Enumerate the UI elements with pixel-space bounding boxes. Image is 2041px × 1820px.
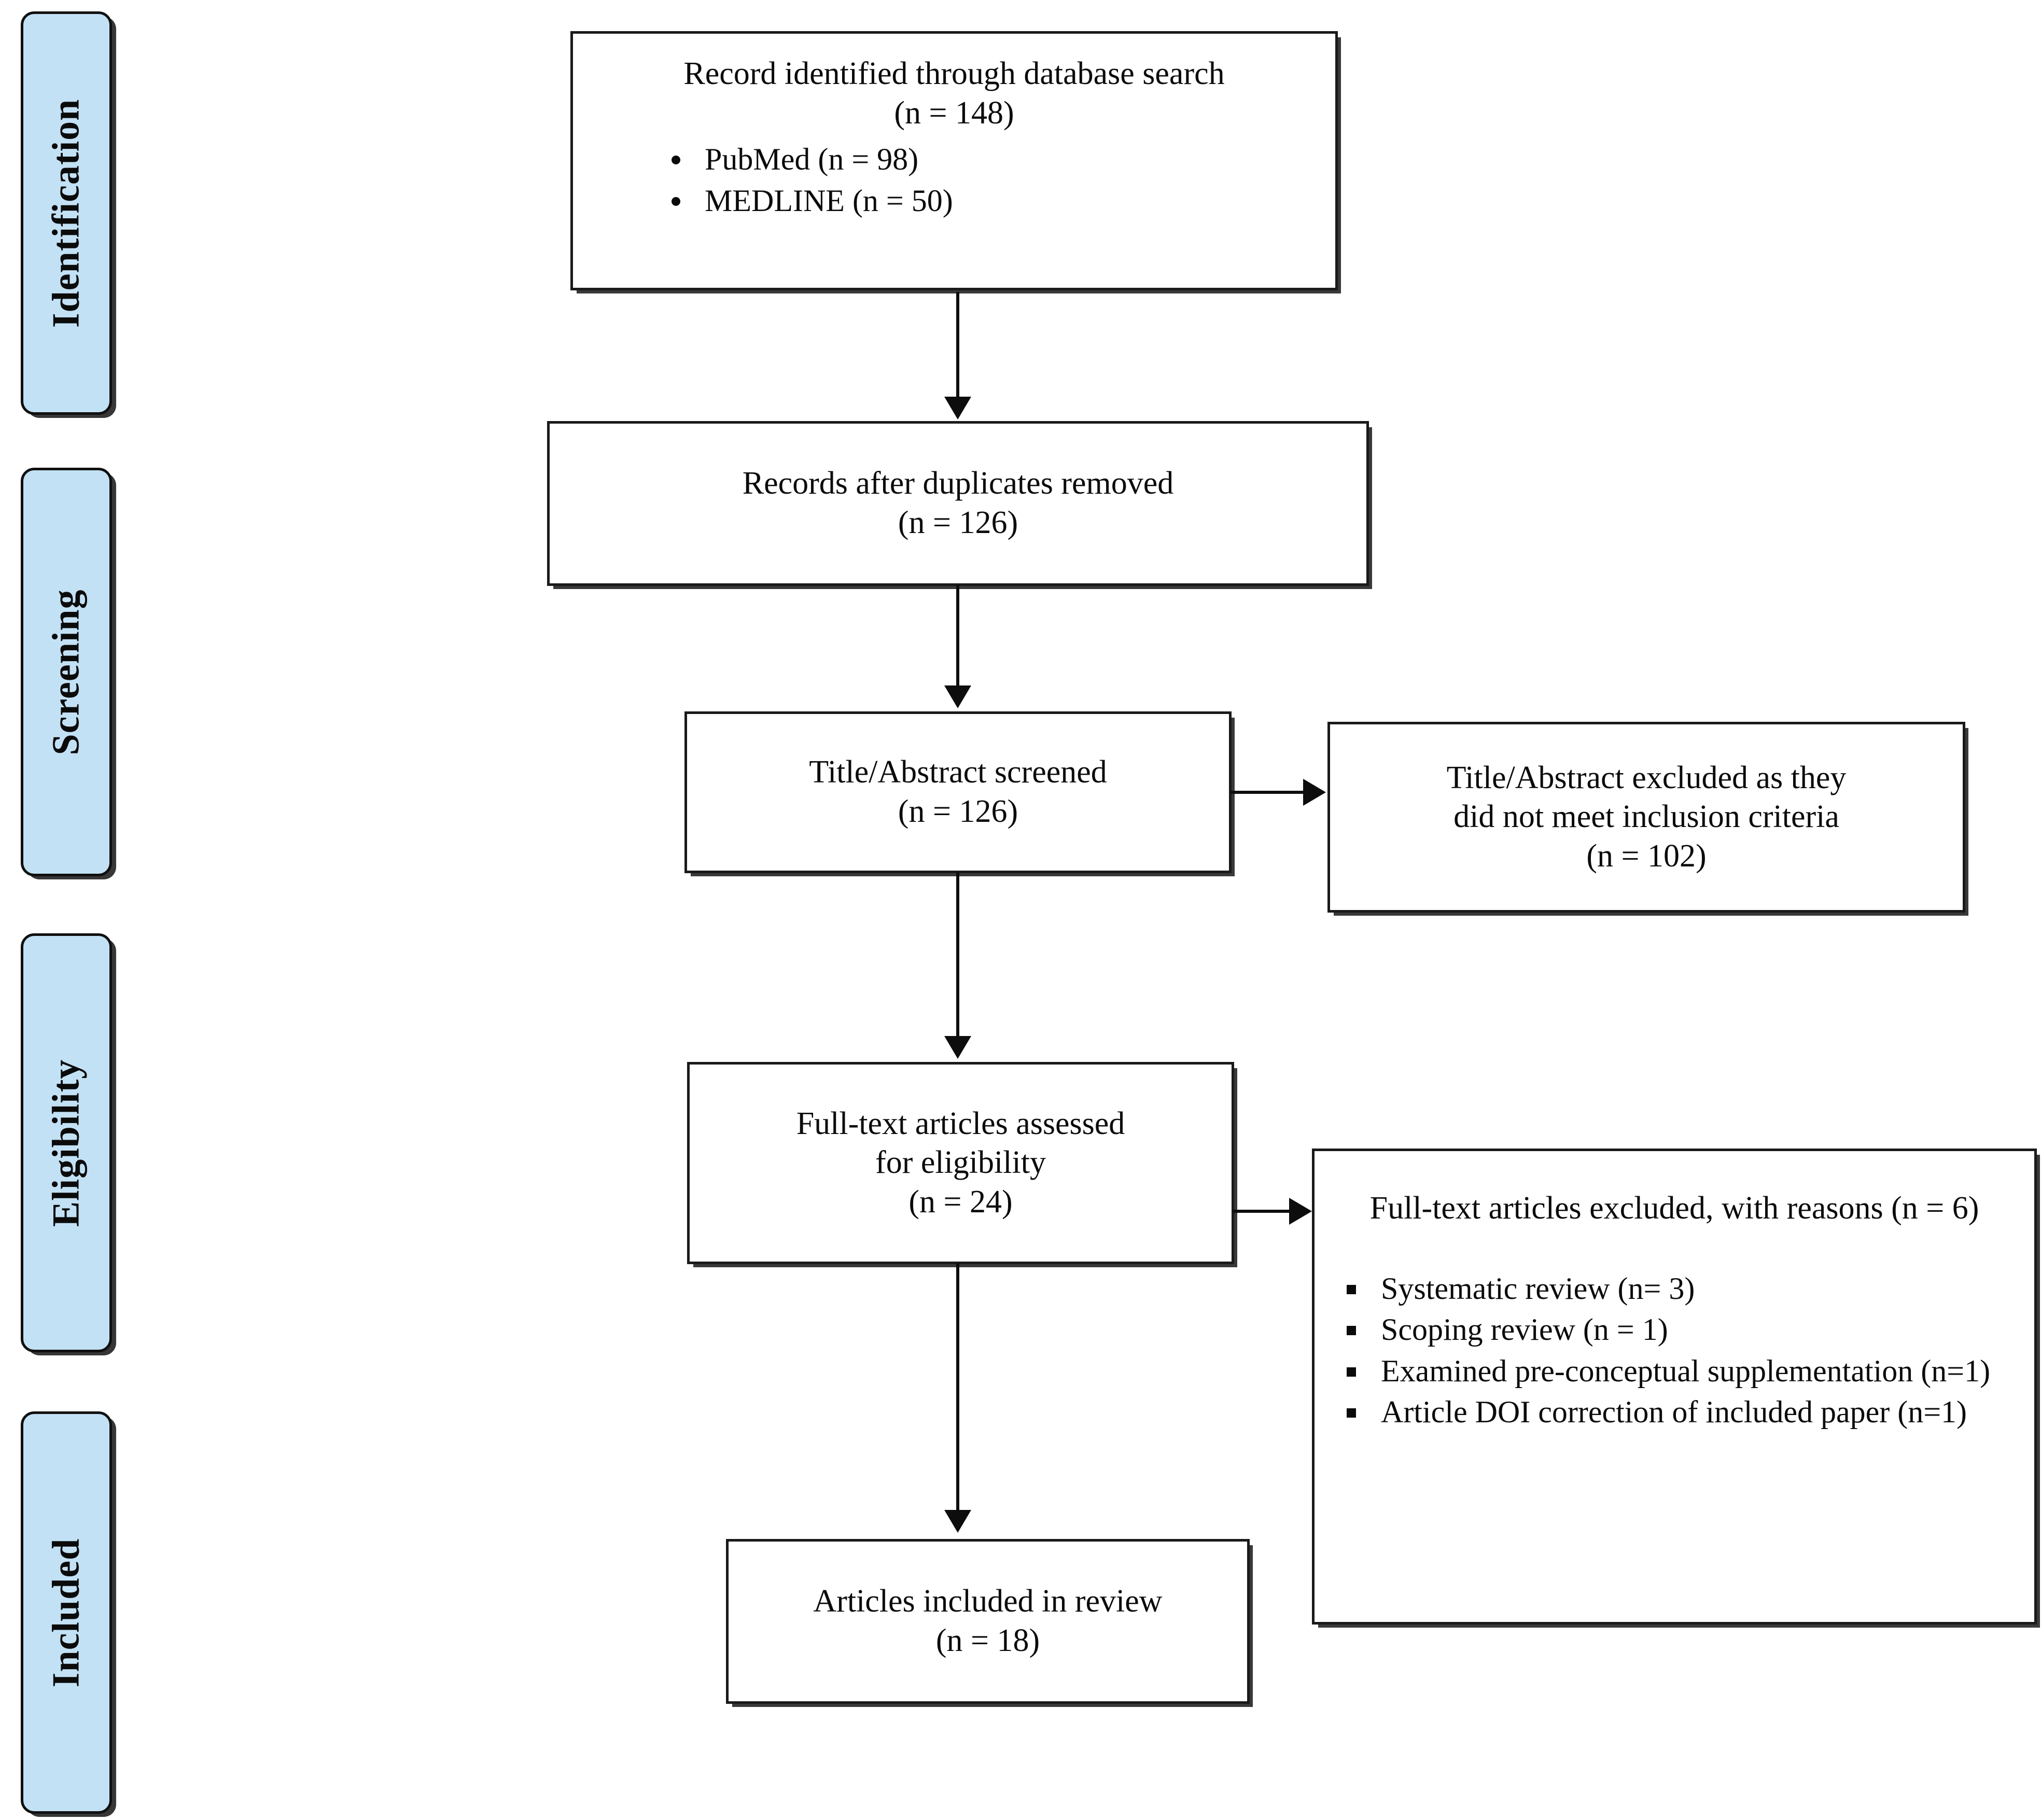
connector-screened-to-fulltext — [956, 872, 959, 1038]
box-title-abstract-screened: Title/Abstract screened (n = 126) — [684, 711, 1232, 873]
reason-scoping-review: Scoping review (n = 1) — [1381, 1312, 1668, 1347]
connector-screened-to-excluded — [1231, 791, 1304, 794]
arrow-fulltext-to-excluded — [1289, 1198, 1312, 1225]
records-identified-sources: PubMed (n = 98) MEDLINE (n = 50) — [509, 140, 1400, 222]
articles-included-count: (n = 18) — [935, 1623, 1040, 1658]
connector-duplicates-to-screened — [956, 585, 959, 689]
source-medline: MEDLINE (n = 50) — [705, 183, 953, 218]
list-item: PubMed (n = 98) — [664, 140, 1400, 179]
screened-count: (n = 126) — [898, 794, 1018, 829]
duplicates-removed-title: Records after duplicates removed — [742, 466, 1174, 501]
arrow-screened-to-excluded — [1303, 779, 1326, 806]
duplicates-removed-count: (n = 126) — [898, 505, 1018, 540]
articles-included-title: Articles included in review — [813, 1584, 1163, 1619]
box-fulltext-assessed: Full-text articles assessed for eligibil… — [687, 1062, 1234, 1264]
fulltext-assessed-count: (n = 24) — [908, 1184, 1013, 1220]
arrow-duplicates-to-screened — [944, 685, 971, 708]
box-duplicates-removed: Records after duplicates removed (n = 12… — [547, 421, 1369, 586]
connector-identified-to-duplicates — [956, 292, 959, 401]
box-records-identified: Record identified through database searc… — [570, 31, 1338, 290]
list-item: Systematic review (n= 3) — [1340, 1269, 2041, 1309]
screen-excluded-count: (n = 102) — [1586, 838, 1707, 874]
stage-label-included: Included — [45, 1538, 88, 1687]
box-articles-included: Articles included in review (n = 18) — [726, 1539, 1250, 1704]
list-item: MEDLINE (n = 50) — [664, 181, 1400, 221]
source-pubmed: PubMed (n = 98) — [705, 142, 919, 177]
list-item: Scoping review (n = 1) — [1340, 1310, 2041, 1350]
stage-box-identification: Identification — [21, 11, 112, 415]
arrow-identified-to-duplicates — [944, 397, 971, 419]
stage-label-eligibility: Eligibility — [45, 1059, 88, 1227]
screened-title: Title/Abstract screened — [809, 754, 1107, 790]
fulltext-assessed-line2: for eligibility — [875, 1145, 1046, 1181]
screen-excluded-line2: did not meet inclusion criteria — [1453, 799, 1839, 835]
records-identified-title: Record identified through database searc… — [683, 56, 1225, 91]
fulltext-excluded-reasons-list: Systematic review (n= 3) Scoping review … — [1257, 1269, 2041, 1434]
reason-doi-correction: Article DOI correction of included paper… — [1381, 1395, 1967, 1430]
stage-label-identification: Identification — [45, 99, 88, 328]
fulltext-excluded-title: Full-text articles excluded, with reason… — [1369, 1191, 1979, 1226]
screen-excluded-line1: Title/Abstract excluded as they — [1446, 760, 1847, 795]
list-item: Examined pre-conceptual supplementation … — [1340, 1352, 2041, 1391]
box-fulltext-excluded-reasons: Full-text articles excluded, with reason… — [1312, 1149, 2037, 1625]
stage-box-eligibility: Eligibility — [21, 933, 112, 1352]
list-item: Article DOI correction of included paper… — [1340, 1393, 2041, 1432]
arrow-fulltext-to-included — [944, 1510, 971, 1533]
stage-label-screening: Screening — [45, 589, 88, 755]
connector-fulltext-to-included — [956, 1263, 959, 1512]
reason-systematic-review: Systematic review (n= 3) — [1381, 1271, 1695, 1306]
records-identified-count: (n = 148) — [894, 95, 1014, 131]
arrow-screened-to-fulltext — [944, 1036, 971, 1059]
connector-fulltext-to-excluded — [1233, 1210, 1290, 1213]
reason-preconceptual-supplementation: Examined pre-conceptual supplementation … — [1381, 1353, 1991, 1388]
stage-box-screening: Screening — [21, 468, 112, 876]
fulltext-assessed-line1: Full-text articles assessed — [796, 1105, 1125, 1141]
stage-box-included: Included — [21, 1411, 112, 1814]
box-title-abstract-excluded: Title/Abstract excluded as they did not … — [1327, 722, 1965, 913]
